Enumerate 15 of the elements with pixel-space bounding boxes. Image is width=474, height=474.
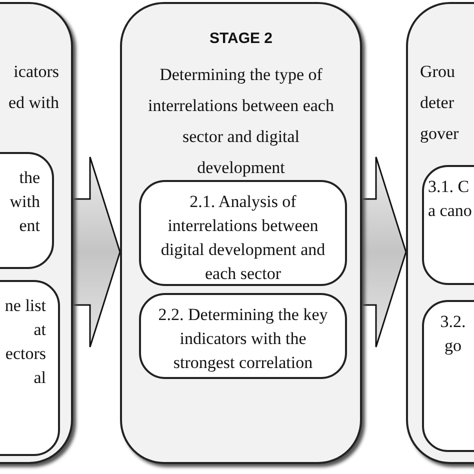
step-box [139, 180, 347, 286]
step-text: Grou deter gover [420, 61, 460, 145]
block-arrow [361, 156, 407, 348]
step-text: 3.1. C a cano [428, 176, 473, 222]
step-text: 2.2. Determining the key indicators with the strongest correlation [157, 304, 329, 374]
stage-heading: STAGE 2 [208, 29, 274, 49]
block-arrow [72, 156, 121, 348]
step-text: Determining the type of interrelations between each sector and digital development [147, 64, 335, 179]
step-text: 3.2. go [439, 311, 467, 357]
step-text: icators ed with [7, 61, 59, 114]
stage-panel [120, 2, 362, 464]
step-text: 2.1. Analysis of interrelations between digital development and each sector [160, 191, 326, 285]
step-text: ne list at ectors al [4, 295, 46, 389]
step-text: the with ent [8, 167, 40, 237]
step-box [139, 293, 347, 379]
